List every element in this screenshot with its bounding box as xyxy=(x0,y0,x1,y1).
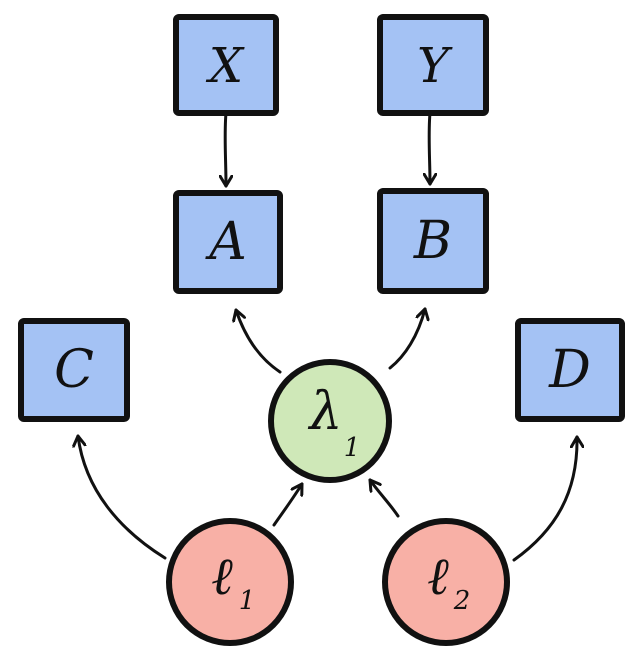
edge-lambda1-to-a xyxy=(236,308,282,374)
node-b-label: B xyxy=(413,211,452,271)
node-x-label: X xyxy=(205,38,245,94)
node-lambda1-subscript: 1 xyxy=(344,433,361,463)
node-a: A xyxy=(173,190,283,294)
node-d: D xyxy=(515,318,625,422)
edge-l1-to-lambda1 xyxy=(272,482,304,527)
edge-x-to-a xyxy=(225,111,226,188)
node-l2-subscript: 2 xyxy=(453,586,471,616)
edge-l2-to-d xyxy=(512,435,577,562)
node-l1: ℓ 1 xyxy=(166,518,294,646)
node-l2-label: ℓ xyxy=(427,547,449,607)
node-lambda1-label: λ xyxy=(308,382,343,442)
node-y: Y xyxy=(377,14,489,116)
node-b: B xyxy=(377,188,489,294)
node-d-label: D xyxy=(548,340,591,400)
node-l1-subscript: 1 xyxy=(239,586,256,616)
edge-y-to-b xyxy=(429,111,430,186)
node-lambda1: λ 1 xyxy=(268,359,392,483)
node-l2: ℓ 2 xyxy=(382,518,510,646)
node-c-label: C xyxy=(54,340,94,400)
node-x: X xyxy=(173,14,279,116)
node-l1-label: ℓ xyxy=(211,547,233,607)
node-y-label: Y xyxy=(417,38,453,94)
edge-lambda1-to-b xyxy=(388,307,425,370)
node-c: C xyxy=(18,318,130,422)
edge-l1-to-c xyxy=(78,434,167,560)
node-a-label: A xyxy=(205,212,247,272)
edge-l2-to-lambda1 xyxy=(368,478,400,518)
